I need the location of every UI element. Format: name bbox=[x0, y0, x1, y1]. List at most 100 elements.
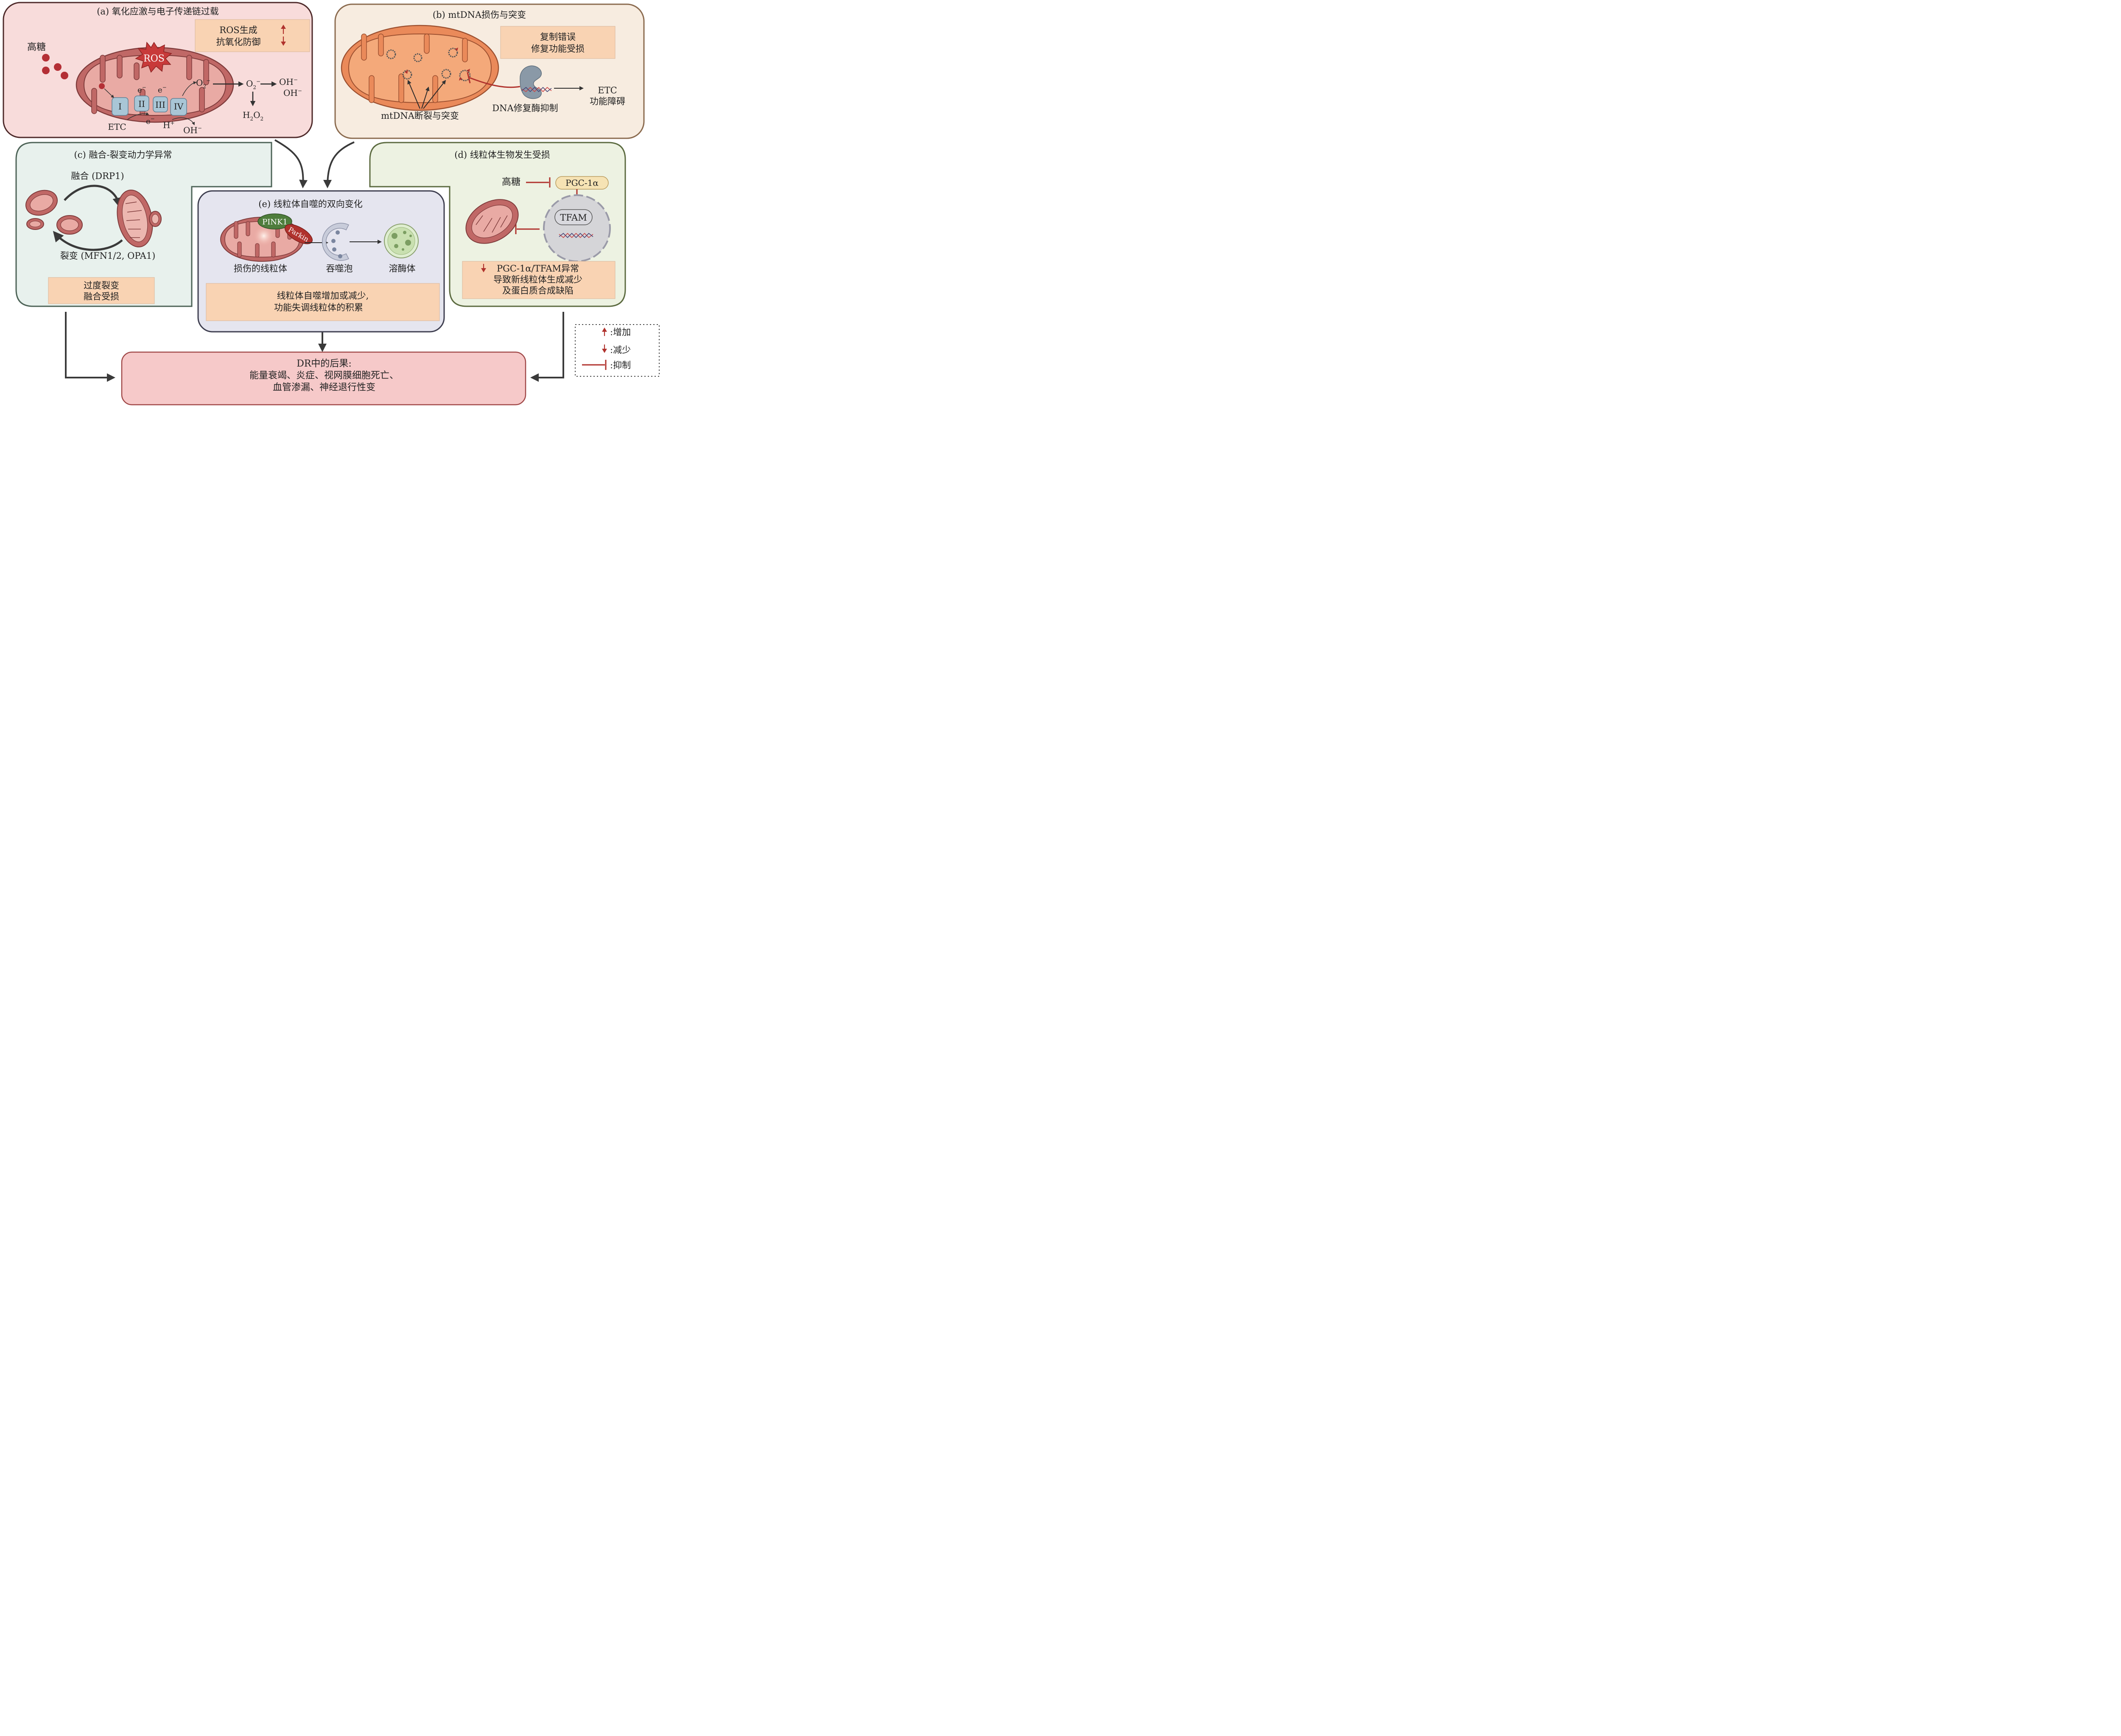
panel-e-note-box bbox=[206, 283, 440, 321]
mitochondrion-b bbox=[341, 25, 499, 111]
tfam-pill bbox=[554, 209, 593, 225]
svg-text:e−: e− bbox=[137, 84, 146, 95]
pink1-label: PINK1 bbox=[262, 218, 288, 227]
repair-inhibit-label: DNA修复酶抑制 bbox=[492, 103, 558, 113]
legend-inhibit-icon bbox=[582, 360, 607, 370]
pgc-tfam-abnormal-label: PGC-1α/TFAM异常 bbox=[497, 263, 579, 274]
panel-d-note-box bbox=[462, 261, 616, 299]
complex-ii bbox=[134, 95, 149, 112]
repair-inhibition-bar bbox=[467, 72, 471, 84]
small-mitochondria-group bbox=[25, 190, 83, 235]
etc-dysfunction-label: 功能障碍 bbox=[590, 96, 625, 106]
panel-b: (b) mtDNA损伤与突变 复制错误 修复功能受损 bbox=[334, 3, 645, 139]
etc-label-a: ETC bbox=[108, 122, 126, 132]
svg-text:e−: e− bbox=[146, 116, 155, 126]
panel-a: (a) 氧化应激与电子传递链过载 ROS生成 抗氧化防御 高糖 bbox=[3, 2, 313, 138]
ros-burst-icon bbox=[135, 42, 172, 73]
complex-i bbox=[112, 97, 129, 116]
hydroxide-label-2: OH− bbox=[283, 88, 302, 98]
pink1-tag bbox=[257, 213, 292, 230]
nucleus-icon bbox=[543, 194, 611, 262]
ros-label: ROS bbox=[143, 53, 165, 64]
pgc-pill bbox=[555, 176, 609, 190]
glucose-dots bbox=[42, 54, 68, 79]
panel-a-title: (a) 氧化应激与电子传递链过载 bbox=[97, 6, 219, 17]
panel-b-note-box bbox=[500, 26, 616, 59]
high-glucose-label-d: 高糖 bbox=[502, 177, 520, 188]
legend-decrease-label: :减少 bbox=[610, 345, 631, 355]
dysfunctional-accumulation-label: 功能失调线粒体的积累 bbox=[274, 302, 363, 313]
superoxide-label-2: O2− bbox=[246, 78, 260, 90]
svg-text:e−: e− bbox=[158, 84, 167, 95]
mtdna-circles bbox=[386, 48, 471, 81]
legend-decrease-icon bbox=[602, 344, 607, 353]
ros-generation-label: ROS生成 bbox=[219, 25, 257, 35]
phagophore-label: 吞噬泡 bbox=[326, 263, 353, 274]
lysosome-icon bbox=[384, 224, 419, 258]
legend: :增加 :减少 :抑制 bbox=[575, 324, 660, 377]
dna-strand-icon bbox=[521, 87, 552, 92]
outcome-frame bbox=[121, 351, 526, 406]
panel-b-title: (b) mtDNA损伤与突变 bbox=[433, 10, 526, 20]
fission-label: 裂变 (MFN1/2, OPA1) bbox=[60, 251, 156, 261]
legend-inhibit-label: :抑制 bbox=[610, 360, 631, 370]
complex-iv bbox=[170, 98, 187, 116]
nuclear-dna-icon bbox=[559, 232, 593, 238]
mitochondrial-dysfunction-diagram: (a) 氧化应激与电子传递链过载 ROS生成 抗氧化防御 高糖 bbox=[3, 2, 660, 406]
connector-arrows bbox=[65, 139, 564, 382]
electron-flow-arrow bbox=[127, 112, 149, 120]
increase-arrow-icon bbox=[281, 25, 286, 34]
fission-arrow bbox=[53, 231, 123, 251]
panel-c-note-box bbox=[48, 277, 155, 304]
excessive-fission-label: 过度裂变 bbox=[84, 280, 119, 291]
complex-i-label: I bbox=[118, 101, 122, 112]
arrow-d-to-outcome bbox=[530, 312, 564, 382]
mtdna-break-marks bbox=[405, 48, 470, 81]
panel-c-title: (c) 融合-裂变动力学异常 bbox=[74, 150, 172, 160]
outcome-line-3: 血管渗漏、神经退行性变 bbox=[273, 382, 375, 393]
mtdna-pointer-arrows bbox=[407, 80, 446, 109]
panel-d: (d) 线粒体生物发生受损 高糖 PGC-1α TFAM bbox=[369, 142, 626, 307]
hydrogen-peroxide-label: H2O2 bbox=[243, 110, 263, 122]
complex-ii-label: II bbox=[138, 99, 145, 109]
biogenesis-reduced-label: 导致新线粒体生成减少 bbox=[493, 274, 582, 285]
etc-label-b: ETC bbox=[598, 85, 617, 95]
replication-error-label: 复制错误 bbox=[540, 32, 576, 42]
pgc-label: PGC-1α bbox=[565, 178, 599, 188]
panel-d-title: (d) 线粒体生物发生受损 bbox=[454, 150, 550, 160]
complex-iv-label: IV bbox=[174, 101, 184, 112]
fusion-arrow bbox=[64, 185, 123, 208]
panel-e: (e) 线粒体自噬的双向变化 PINK1 Parkin bbox=[197, 190, 445, 333]
proton-to-hydroxide-arrow bbox=[172, 117, 195, 126]
decrease-arrow-icon bbox=[281, 36, 286, 46]
repair-inhibition-line bbox=[468, 76, 520, 88]
panel-a-note-box bbox=[195, 19, 310, 52]
damaged-mito-label: 损伤的线粒体 bbox=[234, 263, 287, 274]
protein-defect-label: 及蛋白质合成缺陷 bbox=[502, 286, 574, 296]
outcome-box: DR中的后果: 能量衰竭、炎症、视网膜细胞死亡、 血管渗漏、神经退行性变 bbox=[121, 351, 526, 406]
legend-increase-icon bbox=[602, 328, 607, 336]
outcome-title: DR中的后果: bbox=[297, 358, 352, 369]
complex-iii bbox=[153, 96, 168, 112]
mtdna-break-label: mtDNA断裂与突变 bbox=[381, 111, 459, 121]
proton-label: H+ bbox=[163, 120, 175, 130]
complex-iii-label: III bbox=[155, 100, 165, 110]
phagophore-icon bbox=[322, 223, 350, 261]
mitophagy-change-label: 线粒体自噬增加或减少, bbox=[277, 291, 369, 301]
hydroxide-label-1: OH− bbox=[279, 77, 298, 87]
repair-impaired-label: 修复功能受损 bbox=[531, 44, 585, 54]
oxygen-leak-arrow bbox=[182, 81, 197, 96]
arrow-a-to-e bbox=[274, 139, 308, 188]
mitochondrion-d bbox=[465, 199, 519, 244]
tfam-label: TFAM bbox=[560, 213, 587, 223]
legend-frame bbox=[575, 324, 660, 377]
outcome-line-2: 能量衰竭、炎症、视网膜细胞死亡、 bbox=[249, 370, 399, 381]
impaired-fusion-label: 融合受损 bbox=[84, 291, 119, 302]
fusion-label: 融合 (DRP1) bbox=[71, 171, 124, 181]
panel-e-title: (e) 线粒体自噬的双向变化 bbox=[258, 199, 363, 209]
superoxide-label-1: O2− bbox=[196, 78, 210, 90]
antioxidant-defense-label: 抗氧化防御 bbox=[216, 37, 261, 47]
decrease-arrow-icon-d bbox=[481, 264, 486, 272]
panel-c: (c) 融合-裂变动力学异常 融合 (DRP1) 裂变 (MFN1/2, OPA… bbox=[15, 142, 272, 307]
hydroxide-label-bottom: OH− bbox=[183, 125, 202, 135]
